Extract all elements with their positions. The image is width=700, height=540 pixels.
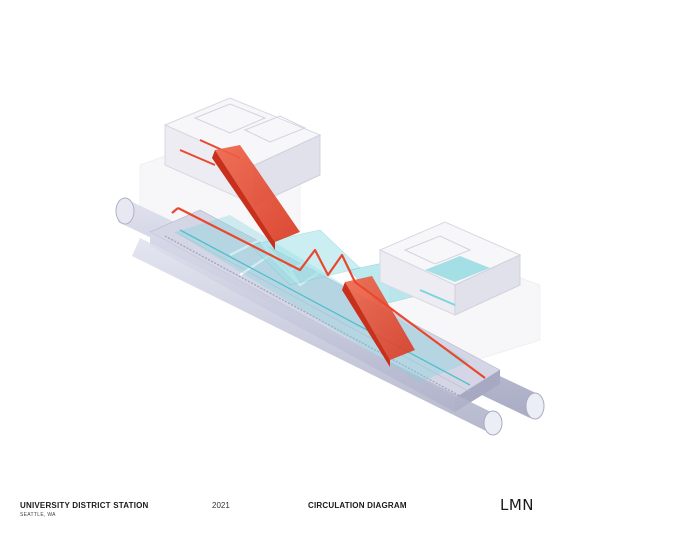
escalator-upper (212, 145, 300, 250)
sheet-title: CIRCULATION DIAGRAM (308, 501, 407, 510)
circulation-route (171, 207, 486, 379)
project-title: UNIVERSITY DISTRICT STATION (20, 501, 149, 510)
firm-logo: LMN (500, 496, 535, 514)
project-location: SEATTLE, WA (20, 512, 56, 518)
circulation-diagram (115, 97, 545, 436)
project-year: 2021 (212, 501, 230, 510)
tunnel-tube-front (132, 238, 503, 436)
title-block: UNIVERSITY DISTRICT STATION SEATTLE, WA … (0, 495, 700, 535)
escalator-lower (342, 276, 415, 367)
south-headhouse (378, 221, 522, 316)
